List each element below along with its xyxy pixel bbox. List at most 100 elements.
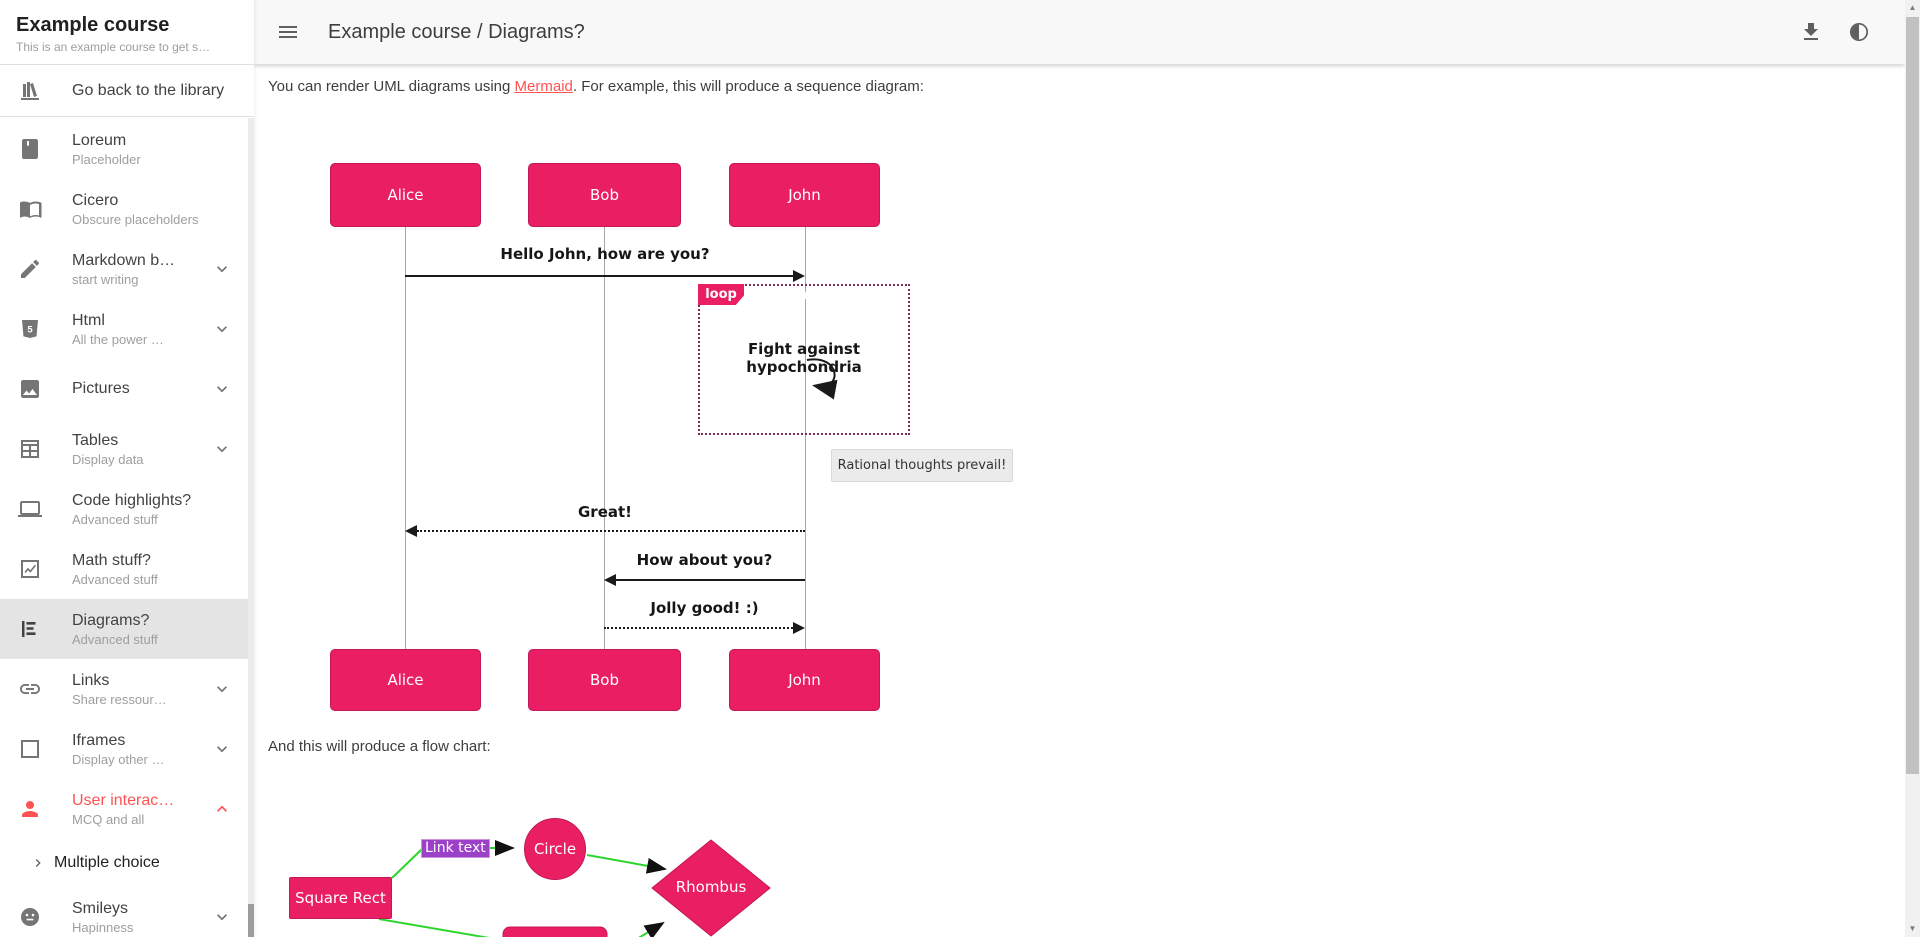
- message-label: Hello John, how are you?: [500, 245, 710, 263]
- item-label: Html: [72, 311, 105, 329]
- sidebar-item-pictures[interactable]: Pictures: [0, 359, 254, 419]
- sidebar-scrollbar[interactable]: [248, 118, 254, 937]
- lifeline-alice: [405, 227, 406, 649]
- lifeline-bob: [604, 227, 605, 649]
- download-icon[interactable]: [1799, 20, 1823, 44]
- item-label: Diagrams?: [72, 611, 150, 629]
- item-label: Iframes: [72, 731, 126, 749]
- item-subtitle: Placeholder: [72, 151, 141, 167]
- arrowhead-left: [604, 574, 616, 586]
- message-line: [405, 275, 794, 277]
- chevron-up-icon[interactable]: [212, 799, 232, 819]
- back-label: Go back to the library: [72, 81, 225, 99]
- item-label: Markdown b…: [72, 251, 176, 269]
- chevron-down-icon[interactable]: [212, 319, 232, 339]
- actor-john-bottom: John: [729, 649, 880, 711]
- line-chart-icon: [18, 557, 42, 581]
- flow-node-square-rect: Square Rect: [289, 877, 392, 919]
- scrollbar-thumb[interactable]: [1906, 17, 1919, 774]
- table-icon: [18, 437, 42, 461]
- loop-box: [698, 284, 910, 435]
- actor-alice-bottom: Alice: [330, 649, 481, 711]
- item-label: Tables: [72, 431, 119, 449]
- actor-bob-top: Bob: [528, 163, 681, 227]
- course-subtitle: This is an example course to get s…: [16, 40, 211, 54]
- message-label: Great!: [577, 503, 633, 521]
- chevron-down-icon[interactable]: [212, 679, 232, 699]
- actor-alice-top: Alice: [330, 163, 481, 227]
- chevron-down-icon[interactable]: [212, 379, 232, 399]
- person-icon: [18, 797, 42, 821]
- open-book-icon: [18, 197, 42, 221]
- item-label: Code highlights?: [72, 491, 192, 509]
- arrowhead-right: [793, 270, 805, 282]
- flow-node-label: Circle: [533, 840, 577, 858]
- sidebar-item-math-stuff[interactable]: Math stuff?Advanced stuff: [0, 539, 254, 599]
- chevron-down-icon[interactable]: [212, 739, 232, 759]
- flowchart-diagram: Square Rect Link text Circle Rhombus: [289, 818, 789, 937]
- note-box: Rational thoughts prevail!: [831, 449, 1013, 482]
- scrollbar-down-arrow[interactable]: ▼: [1908, 924, 1917, 933]
- item-label: Cicero: [72, 191, 119, 209]
- loop-condition: [Healthcheck]: [748, 287, 860, 303]
- item-subtitle: All the power …: [72, 331, 164, 347]
- sidebar-scrollbar-thumb[interactable]: [248, 904, 254, 937]
- flow-node-circle: Circle: [524, 818, 586, 880]
- arrowhead-left: [405, 525, 417, 537]
- rhombus-shape: [651, 839, 771, 937]
- actor-bob-bottom: Bob: [528, 649, 681, 711]
- laptop-icon: [18, 497, 42, 521]
- item-subtitle: Obscure placeholders: [72, 211, 199, 227]
- sidebar-item-user-interactions[interactable]: User interac…MCQ and all: [0, 779, 254, 839]
- flowchart-intro-paragraph: And this will produce a flow chart:: [268, 738, 491, 755]
- sidebar-item-back-to-library[interactable]: Go back to the library: [0, 65, 254, 117]
- item-subtitle: Display other …: [72, 751, 165, 767]
- arrowhead-right: [793, 622, 805, 634]
- intro-paragraph: You can render UML diagrams using Mermai…: [268, 78, 924, 95]
- main-scrollbar[interactable]: ▲ ▼: [1905, 0, 1920, 937]
- hamburger-menu-icon[interactable]: [276, 20, 300, 44]
- item-subtitle: start writing: [72, 271, 139, 287]
- scrollbar-up-arrow[interactable]: ▲: [1908, 3, 1917, 12]
- message-line-dashed: [604, 627, 793, 629]
- message-label: How about you?: [636, 551, 773, 569]
- contrast-icon[interactable]: [1847, 20, 1871, 44]
- item-label: Links: [72, 671, 110, 689]
- sidebar-item-code-highlights[interactable]: Code highlights?Advanced stuff: [0, 479, 254, 539]
- round-rect-shape: [502, 926, 608, 937]
- flowchart-svg: [378, 839, 771, 937]
- page-title: Example course / Diagrams?: [328, 20, 585, 43]
- chevron-down-icon[interactable]: [212, 259, 232, 279]
- image-icon: [18, 377, 42, 401]
- sidebar-item-markdown[interactable]: Markdown b… start writing: [0, 239, 254, 299]
- course-title: Example course: [16, 14, 170, 36]
- chevron-down-icon[interactable]: [212, 907, 232, 927]
- message-line: [616, 579, 805, 581]
- course-header: Example course This is an example course…: [0, 0, 254, 65]
- actor-label: Bob: [590, 671, 619, 689]
- sidebar-item-diagrams[interactable]: Diagrams?Advanced stuff: [0, 599, 254, 659]
- item-label: Loreum: [72, 131, 127, 149]
- diagram-icon: [18, 617, 42, 641]
- sidebar: Example course This is an example course…: [0, 0, 254, 937]
- html5-icon: 5: [18, 317, 42, 341]
- item-label: Pictures: [72, 380, 130, 397]
- chevron-right-icon: [30, 855, 46, 871]
- lifeline-john: [805, 227, 806, 649]
- chevron-down-icon[interactable]: [212, 439, 232, 459]
- sidebar-item-multiple-choice[interactable]: Multiple choice: [0, 839, 254, 887]
- smiley-icon: [18, 905, 42, 929]
- flow-node-rhombus: Rhombus: [675, 878, 747, 896]
- mermaid-link[interactable]: Mermaid: [514, 78, 573, 95]
- item-subtitle: Share ressour…: [72, 691, 167, 707]
- item-label: User interac…: [72, 791, 175, 809]
- item-label: Multiple choice: [54, 854, 160, 871]
